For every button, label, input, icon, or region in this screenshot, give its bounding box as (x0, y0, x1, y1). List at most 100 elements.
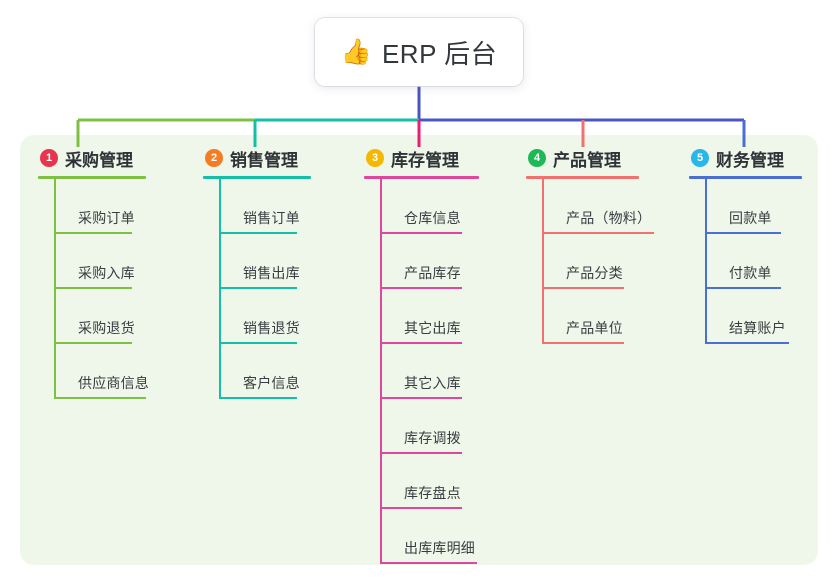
column-spine-line (542, 179, 544, 344)
column-header-4[interactable]: 4 产品管理 (526, 146, 651, 170)
leaf-item[interactable]: 结算账户 (705, 289, 802, 344)
leaf-item[interactable]: 销售退货 (219, 289, 311, 344)
column-3: 3 库存管理仓库信息产品库存其它出库其它入库库存调拨库存盘点出库库明细 (364, 146, 479, 564)
leaf-item-underline (542, 342, 624, 344)
leaf-item-label: 供应商信息 (78, 375, 149, 391)
leaf-item-label: 其它出库 (404, 320, 461, 336)
leaf-item-underline (54, 342, 132, 344)
column-5: 5 财务管理回款单付款单结算账户 (689, 146, 802, 344)
leaf-item-label: 产品（物料） (566, 210, 652, 226)
column-items: 产品（物料） 产品分类产品单位 (526, 179, 654, 344)
leaf-item-label: 采购订单 (78, 210, 135, 226)
leaf-item-label: 销售订单 (243, 210, 300, 226)
leaf-item[interactable]: 库存调拨 (380, 399, 479, 454)
leaf-item-label: 其它入库 (404, 375, 461, 391)
leaf-item-underline (219, 397, 297, 399)
leaf-item[interactable]: 仓库信息 (380, 179, 479, 234)
column-badge-5: 5 (691, 149, 709, 167)
leaf-item[interactable]: 客户信息 (219, 344, 311, 399)
column-underline (203, 176, 311, 179)
column-spine-line (54, 179, 56, 399)
column-items: 采购订单采购入库采购退货供应商信息 (38, 179, 149, 399)
leaf-item[interactable]: 产品库存 (380, 234, 479, 289)
column-items: 回款单付款单结算账户 (689, 179, 802, 344)
column-items: 仓库信息产品库存其它出库其它入库库存调拨库存盘点出库库明细 (364, 179, 479, 564)
column-badge-1: 1 (40, 149, 58, 167)
leaf-item-underline (380, 287, 462, 289)
leaf-item-label: 产品分类 (566, 265, 623, 281)
leaf-item[interactable]: 付款单 (705, 234, 802, 289)
leaf-item-underline (380, 507, 462, 509)
leaf-item-underline (54, 232, 132, 234)
column-header-2[interactable]: 2 销售管理 (203, 146, 311, 170)
column-title: 库存管理 (391, 150, 459, 170)
leaf-item[interactable]: 采购退货 (54, 289, 149, 344)
leaf-item[interactable]: 产品分类 (542, 234, 651, 289)
column-title: 采购管理 (65, 150, 133, 170)
column-1: 1 采购管理采购订单采购入库采购退货供应商信息 (38, 146, 149, 399)
leaf-item[interactable]: 回款单 (705, 179, 802, 234)
leaf-item-label: 库存盘点 (404, 485, 461, 501)
root-node[interactable]: 👍 ERP 后台 (315, 18, 523, 86)
column-4: 4 产品管理产品（物料） 产品分类产品单位 (526, 146, 654, 344)
leaf-item-label: 采购入库 (78, 265, 135, 281)
column-underline (364, 176, 479, 179)
leaf-item[interactable]: 其它出库 (380, 289, 479, 344)
leaf-item[interactable]: 其它入库 (380, 344, 479, 399)
leaf-item[interactable]: 库存盘点 (380, 454, 479, 509)
column-underline (526, 176, 639, 179)
root-node-title: ERP 后台 (381, 38, 498, 69)
leaf-item-underline (705, 232, 781, 234)
leaf-item[interactable]: 销售出库 (219, 234, 311, 289)
leaf-item-label: 回款单 (729, 210, 772, 226)
column-badge-4: 4 (528, 149, 546, 167)
leaf-item-underline (380, 232, 462, 234)
leaf-item-label: 销售退货 (243, 320, 300, 336)
column-badge-3: 3 (366, 149, 384, 167)
leaf-item-underline (219, 232, 297, 234)
column-header-5[interactable]: 5 财务管理 (689, 146, 802, 170)
leaf-item-label: 仓库信息 (404, 210, 461, 226)
leaf-item[interactable]: 供应商信息 (54, 344, 149, 399)
column-underline (689, 176, 802, 179)
leaf-item-underline (705, 342, 789, 344)
leaf-item[interactable]: 采购订单 (54, 179, 149, 234)
leaf-item-label: 客户信息 (243, 375, 300, 391)
column-underline (38, 176, 146, 179)
leaf-item-underline (542, 287, 624, 289)
leaf-item-underline (219, 287, 297, 289)
column-spine-line (380, 179, 382, 564)
column-2: 2 销售管理销售订单销售出库销售退货客户信息 (203, 146, 311, 399)
leaf-item-underline (380, 397, 462, 399)
leaf-item-underline (54, 287, 132, 289)
leaf-item-underline (380, 452, 462, 454)
column-title: 财务管理 (716, 150, 784, 170)
column-header-3[interactable]: 3 库存管理 (364, 146, 479, 170)
leaf-item[interactable]: 销售订单 (219, 179, 311, 234)
diagram-panel-background (20, 135, 818, 565)
thumbs-up-icon: 👍 (340, 37, 372, 66)
leaf-item-label: 结算账户 (729, 320, 786, 336)
leaf-item-underline (542, 232, 654, 234)
leaf-item-label: 采购退货 (78, 320, 135, 336)
leaf-item[interactable]: 采购入库 (54, 234, 149, 289)
leaf-item-underline (380, 562, 477, 564)
leaf-item-underline (380, 342, 462, 344)
column-items: 销售订单销售出库销售退货客户信息 (203, 179, 311, 399)
column-title: 产品管理 (553, 150, 621, 170)
leaf-item-label: 销售出库 (243, 265, 300, 281)
column-title: 销售管理 (230, 150, 298, 170)
leaf-item-underline (219, 342, 297, 344)
leaf-item-label: 库存调拨 (404, 430, 461, 446)
leaf-item[interactable]: 出库库明细 (380, 509, 479, 564)
leaf-item-label: 产品单位 (566, 320, 623, 336)
leaf-item-label: 产品库存 (404, 265, 461, 281)
column-badge-2: 2 (205, 149, 223, 167)
leaf-item-label: 付款单 (729, 265, 772, 281)
leaf-item-label: 出库库明细 (404, 540, 475, 556)
leaf-item[interactable]: 产品（物料） (542, 179, 654, 234)
column-spine-line (219, 179, 221, 399)
leaf-item[interactable]: 产品单位 (542, 289, 651, 344)
column-header-1[interactable]: 1 采购管理 (38, 146, 149, 170)
